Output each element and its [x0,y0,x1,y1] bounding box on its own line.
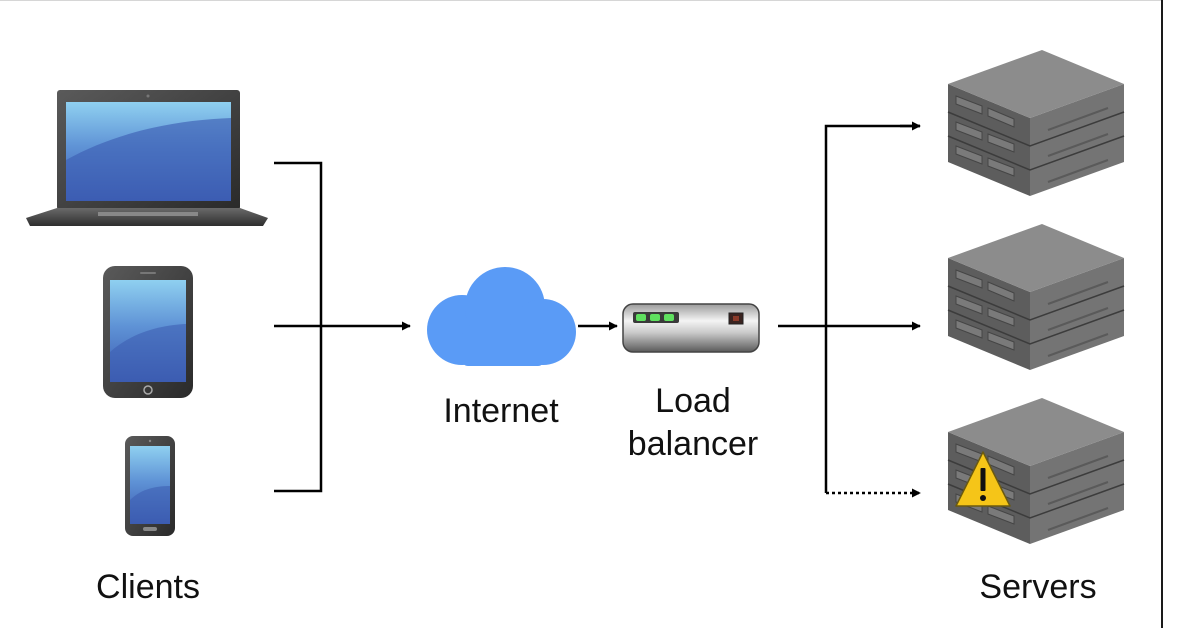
smartphone-icon [125,436,175,536]
internet-label: Internet [443,392,559,430]
servers-connector [778,124,920,493]
server-icon [947,49,1125,197]
warning-icon [955,451,1011,507]
load-balancer-icon [622,303,760,353]
clients-label: Clients [96,568,200,606]
load-balancer-label-line2: balancer [627,425,759,463]
laptop-icon [26,90,268,226]
cloud-icon [427,267,576,366]
load-balancer-label-line1: Load [655,382,731,420]
tablet-icon [103,266,193,398]
server-icon [947,223,1125,371]
servers-label: Servers [979,568,1097,606]
top-border [0,0,1163,1]
clients-connector [274,161,323,493]
right-border [1161,0,1163,628]
